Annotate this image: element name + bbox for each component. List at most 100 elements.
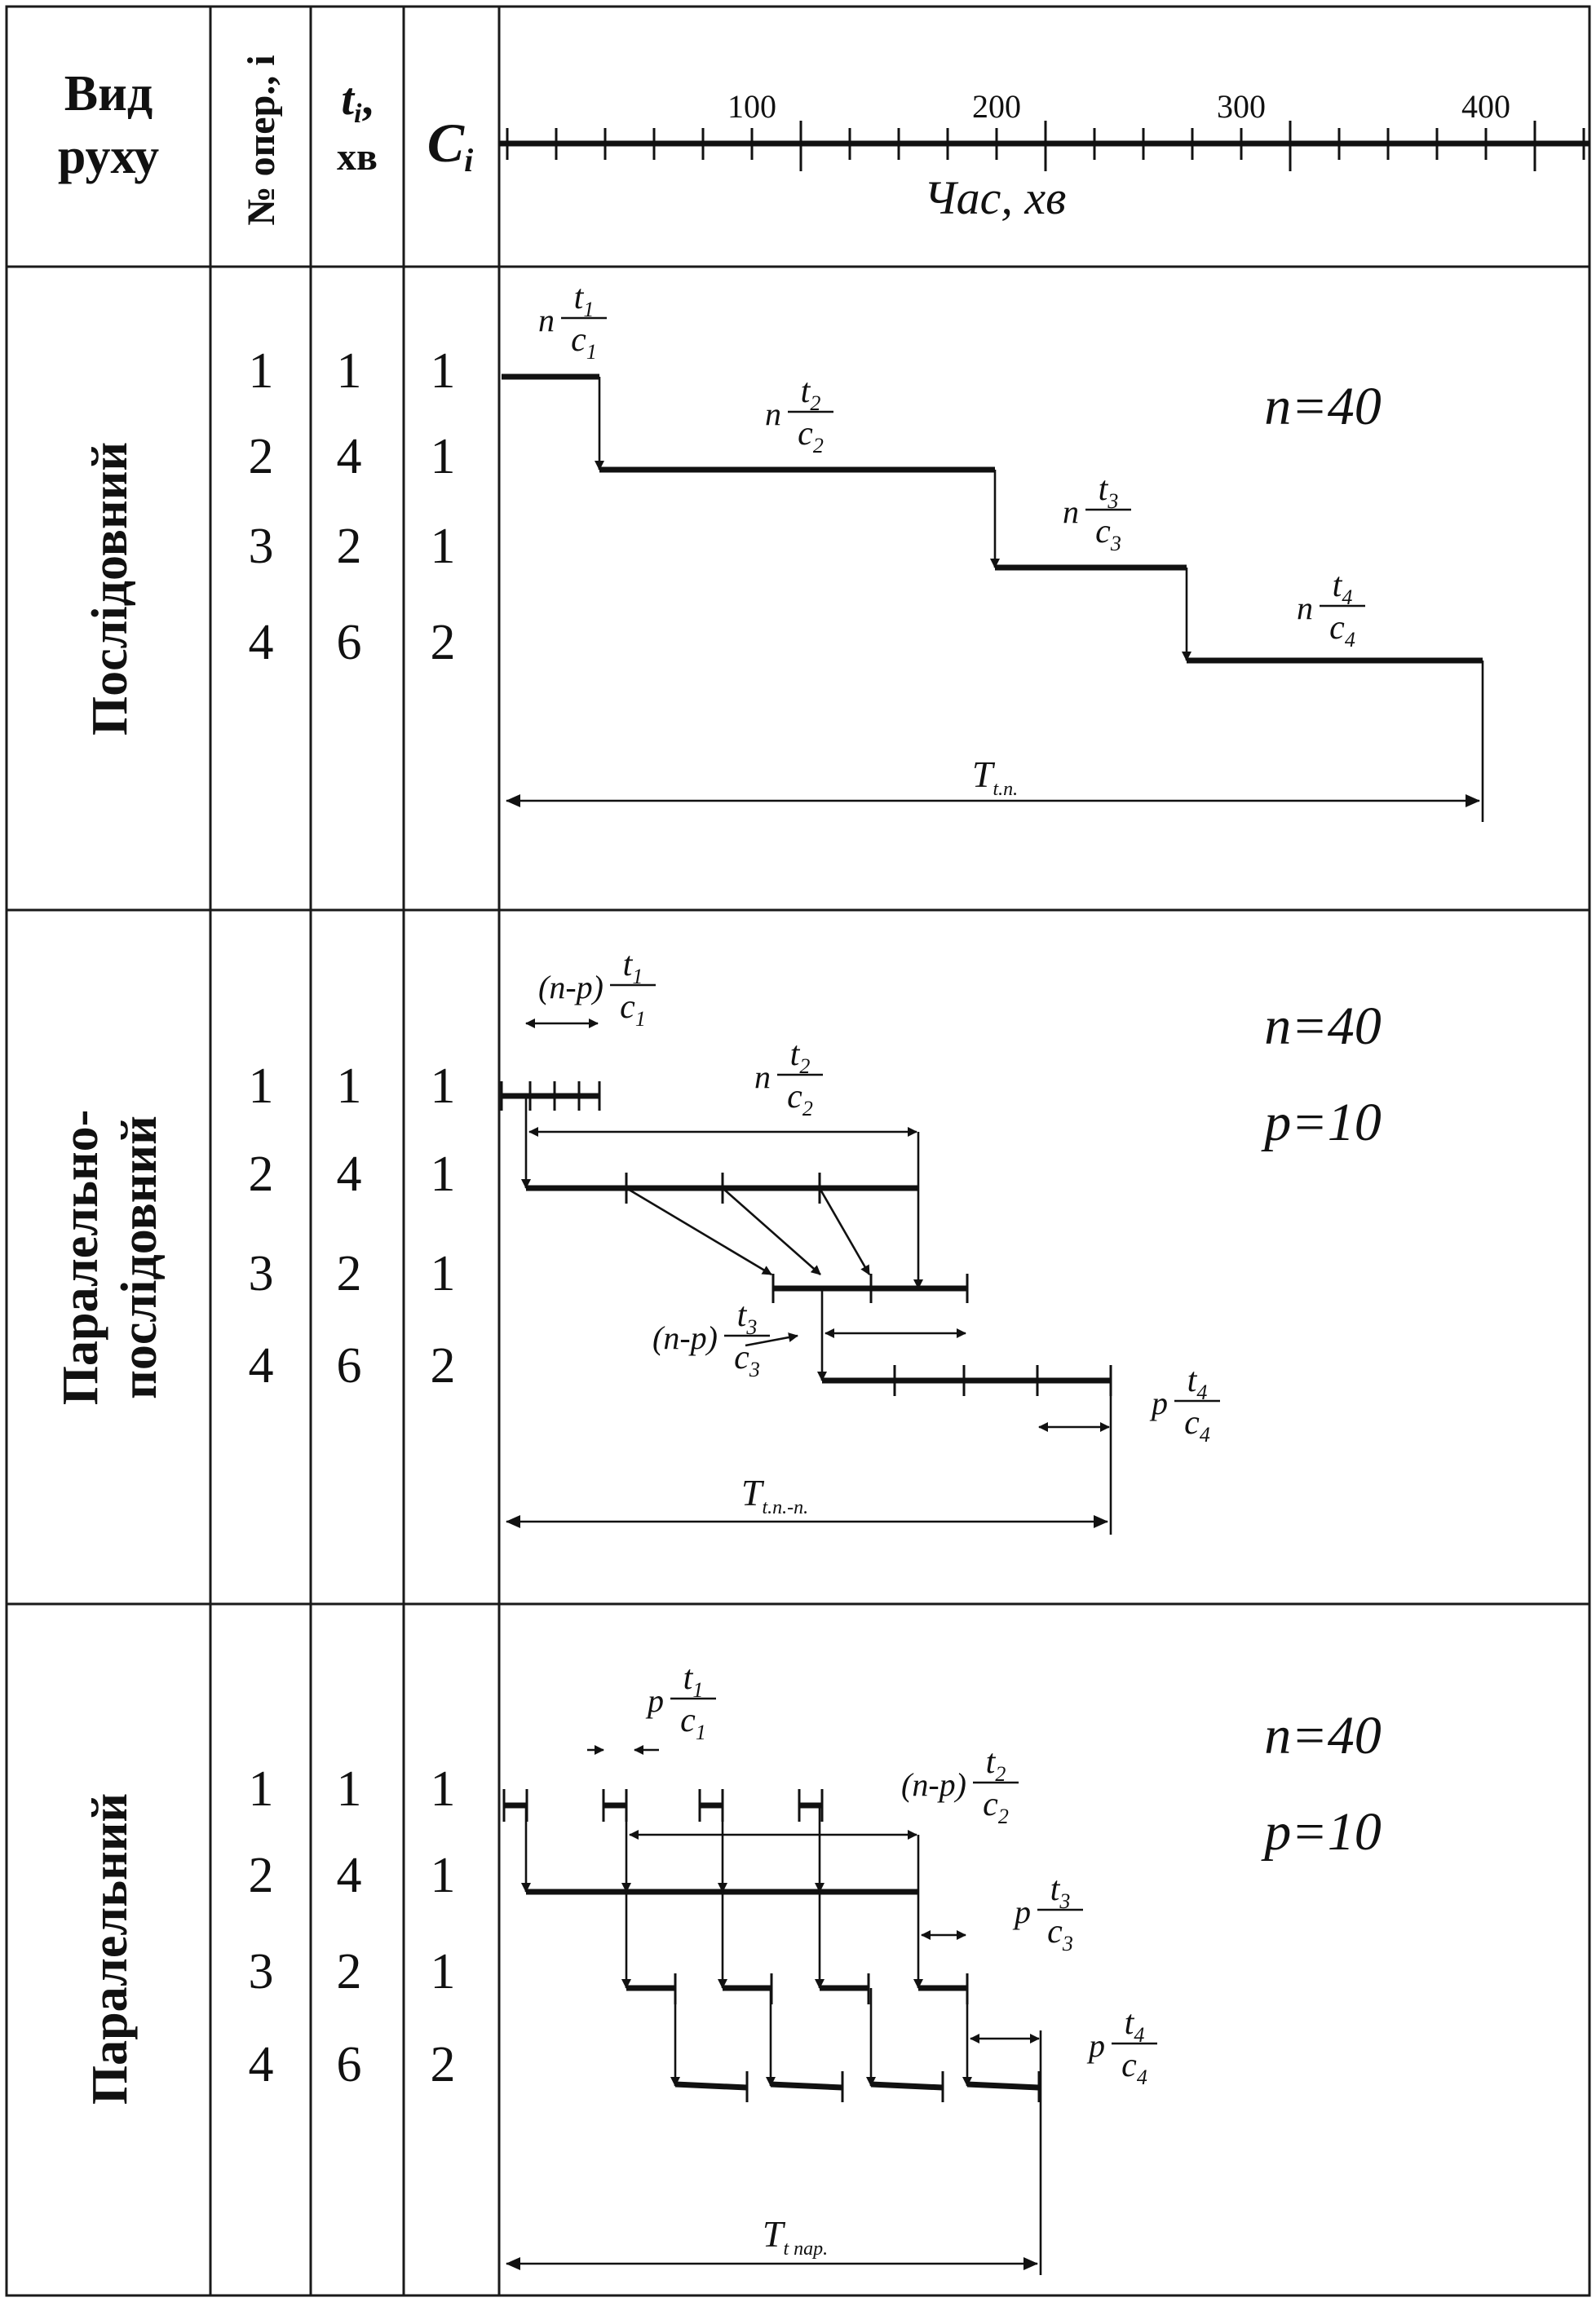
fraction-numerator: t2 [986,1743,1006,1786]
fraction-denominator: c3 [1047,1913,1073,1955]
param-value: p=10 [1261,1093,1382,1152]
axis-label: Час, хв [924,171,1067,224]
fraction-numerator: t2 [790,1036,811,1078]
fraction-denominator: c4 [1184,1404,1210,1447]
transfer-arrow [818,1187,871,1275]
fraction-numerator: t3 [1050,1871,1071,1913]
fraction-denominator: c3 [1095,513,1121,555]
param-value: n=40 [1264,1706,1382,1765]
cell-operation-number: 3 [249,519,274,574]
cell-machine-count: 1 [431,429,456,484]
cell-machine-count: 1 [431,1944,456,1999]
op4-batch [966,2081,1040,2091]
fraction-numerator: t4 [1125,2004,1145,2047]
cell-machine-count: 2 [431,1338,456,1394]
cell-operation-number: 4 [249,2037,274,2092]
cell-operation-number: 4 [249,1338,274,1394]
cell-operation-time: 4 [337,1147,362,1202]
cell-operation-time: 6 [337,2037,362,2092]
formula-coefficient: n [1297,590,1313,626]
cell-operation-time: 1 [337,343,362,399]
formula-coefficient: n [754,1058,771,1095]
cell-operation-time: 2 [337,1246,362,1301]
fraction-denominator: c3 [734,1339,760,1381]
transfer-arrow [722,1187,821,1275]
cell-machine-count: 1 [431,1058,456,1114]
fraction-denominator: c1 [620,988,646,1031]
formula-coefficient: n [1063,493,1079,530]
transfer-arrow [626,1186,772,1276]
fraction-numerator: t1 [623,946,643,988]
fraction-denominator: c4 [1329,609,1355,652]
cell-operation-time: 4 [337,429,362,484]
fraction-denominator: c1 [571,321,597,364]
fraction-numerator: t3 [737,1297,758,1339]
pointer-arrow [745,1332,798,1347]
params-group: n=40 p=10 [1261,996,1382,1152]
cell-operation-time: 6 [337,1338,362,1394]
formula-coefficient: p [1149,1385,1168,1421]
fraction-denominator: c2 [983,1786,1009,1828]
param-value: p=10 [1261,1802,1382,1862]
section-title: Послідовний [82,442,138,736]
cell-machine-count: 1 [431,1246,456,1301]
fraction-numerator: t3 [1099,471,1119,513]
table-border [5,5,1591,2297]
formula-coefficient: (n-p) [652,1319,718,1356]
header-motion-line2: руху [58,129,159,184]
total-time-label: Tt.п.-п. [741,1472,808,1518]
params-group: n=40 p=10 [1261,1706,1382,1862]
fraction-denominator: c2 [798,415,824,457]
formula-coefficient: n [765,395,781,432]
param-value: n=40 [1264,996,1382,1056]
cell-machine-count: 1 [431,1761,456,1817]
op2-op4-batches [621,1805,1041,2102]
cell-operation-number: 3 [249,1246,274,1301]
total-time-label: Tt.п. [972,753,1018,800]
cell-operation-number: 1 [249,1058,274,1114]
fraction-numerator: t2 [801,373,821,415]
section-title: Паралельний [82,1793,138,2105]
cell-machine-count: 1 [431,1848,456,1903]
fraction-numerator: t4 [1187,1362,1208,1404]
fraction-numerator: t1 [683,1659,704,1702]
formula-coefficient: (n-p) [901,1766,966,1803]
section-title: послідовний [112,1116,167,1399]
cell-operation-number: 2 [249,429,274,484]
op4-batch [770,2081,843,2091]
fraction-denominator: c1 [680,1702,706,1744]
param-value: n=40 [1264,377,1382,436]
fraction-denominator: c4 [1121,2047,1147,2089]
fraction-numerator: t1 [574,279,595,321]
cell-operation-time: 6 [337,615,362,670]
op1-batches [502,1789,824,1822]
table-grid [5,5,1591,2297]
header-time-unit: хв [337,135,378,179]
cell-operation-number: 1 [249,1761,274,1817]
total-time-label: Tt пар. [763,2213,828,2260]
cell-operation-time: 4 [337,1848,362,1903]
header-operation-number: № опер., i [240,55,283,225]
formula-coefficient: p [645,1682,664,1719]
fraction-numerator: t4 [1333,567,1353,609]
cell-machine-count: 1 [431,1147,456,1202]
axis-tick-label: 400 [1461,88,1510,125]
